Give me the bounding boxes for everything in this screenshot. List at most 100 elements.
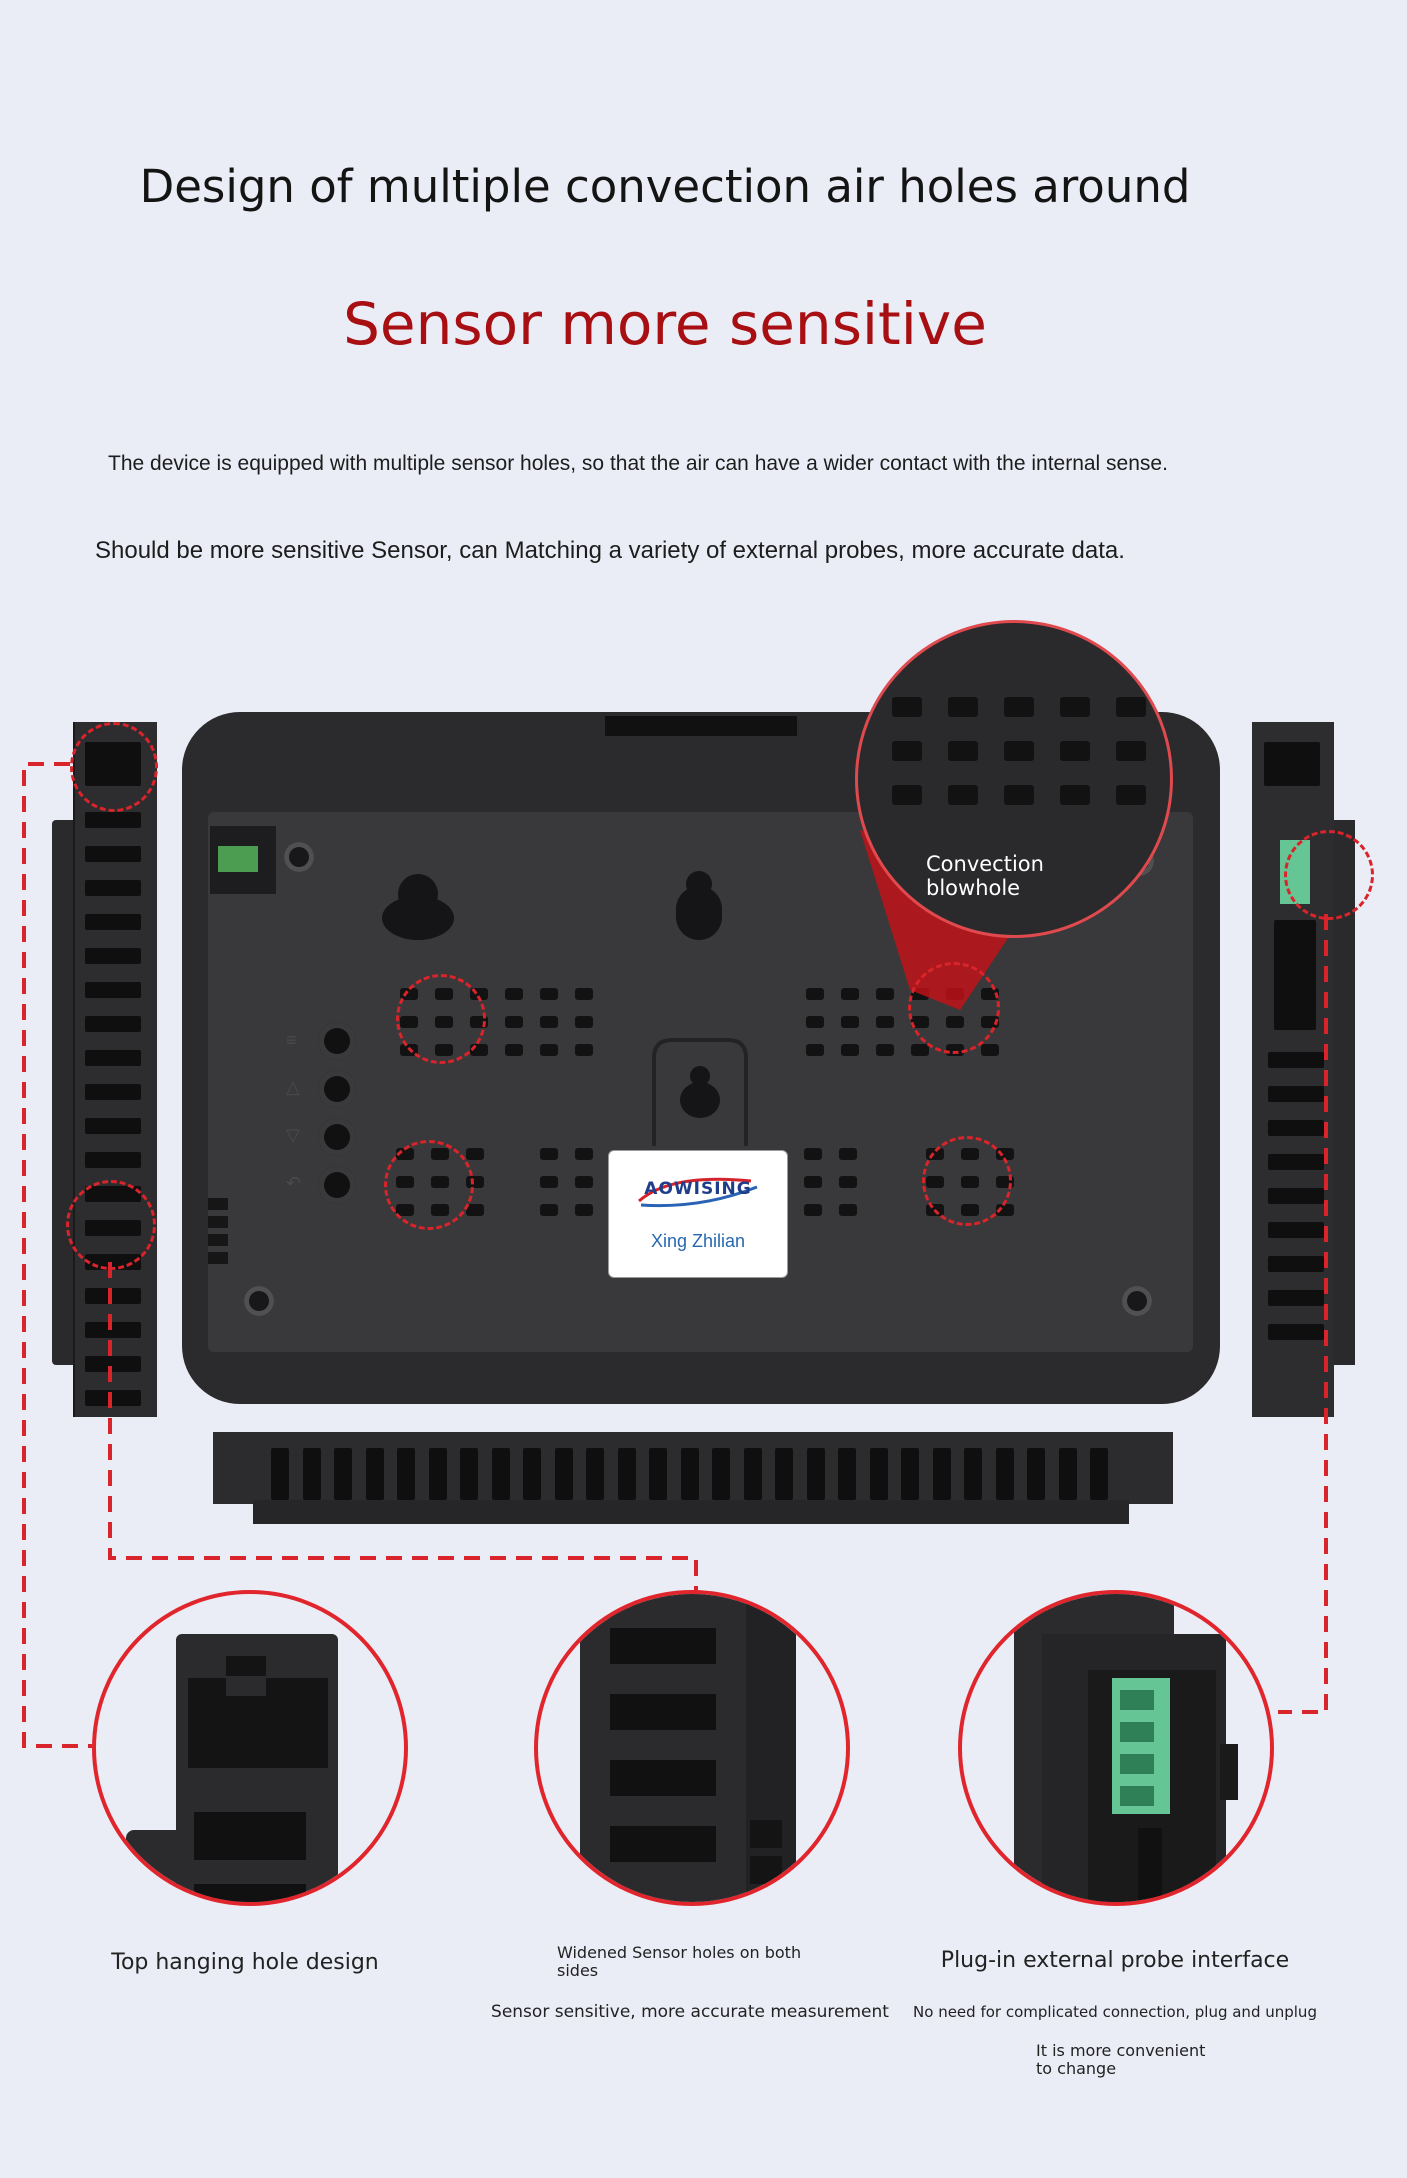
vent-hole bbox=[575, 1016, 593, 1028]
side-vent-slot bbox=[85, 1118, 141, 1134]
side-vent-slot bbox=[85, 948, 141, 964]
bottom-vent-slot bbox=[365, 1448, 384, 1500]
vent-hole bbox=[540, 1176, 558, 1188]
feature-2-title-line-2: sides bbox=[557, 1961, 599, 1980]
side-vent-slot bbox=[85, 1084, 141, 1100]
bottom-vent-slot bbox=[680, 1448, 699, 1500]
menu-button[interactable] bbox=[318, 1022, 356, 1060]
vent-hole bbox=[505, 1044, 523, 1056]
brand-subtitle: Xing Zhilian bbox=[650, 1231, 746, 1251]
bottom-vent-slot bbox=[334, 1448, 352, 1500]
highlight-circle bbox=[1284, 830, 1374, 920]
vent-hole bbox=[804, 1148, 822, 1160]
vent-hole bbox=[876, 1016, 894, 1028]
headline: Design of multiple convection air holes … bbox=[139, 160, 1191, 213]
down-arrow-icon: ▽ bbox=[286, 1125, 300, 1145]
hanging-keyhole-icon bbox=[382, 874, 454, 940]
bottom-vent-slot bbox=[901, 1448, 919, 1500]
feature-2-title-line-1: Widened Sensor holes on both bbox=[557, 1943, 802, 1962]
magnified-vent-hole bbox=[1116, 697, 1146, 717]
side-vent-slot bbox=[85, 1356, 141, 1372]
left-edge-vents bbox=[208, 1198, 230, 1266]
side-vent-slot bbox=[85, 1322, 141, 1338]
magnified-vent-hole bbox=[1060, 697, 1090, 717]
magnified-vent-hole bbox=[1004, 785, 1034, 805]
side-vent-slot bbox=[1268, 1290, 1324, 1306]
bottom-vent-slot bbox=[617, 1448, 636, 1500]
vent-hole bbox=[806, 1016, 824, 1028]
vent-hole bbox=[540, 1148, 558, 1160]
side-vent-slot bbox=[85, 1016, 141, 1032]
callout-line-1: Convection bbox=[926, 852, 1044, 876]
bottom-vent-slot bbox=[1058, 1448, 1077, 1500]
vent-hole bbox=[806, 1044, 824, 1056]
vent-hole bbox=[505, 988, 523, 1000]
description-line-1: The device is equipped with multiple sen… bbox=[108, 452, 1168, 475]
screw-icon bbox=[244, 1286, 274, 1316]
side-vent-slot bbox=[1268, 1052, 1324, 1068]
brand-name: AOWISING bbox=[644, 1179, 752, 1199]
side-vent-slot bbox=[85, 914, 141, 930]
bottom-vent-slot bbox=[554, 1448, 573, 1500]
highlight-circle bbox=[922, 1136, 1012, 1226]
screw-icon bbox=[284, 842, 314, 872]
usb-port-area bbox=[1274, 920, 1316, 1030]
top-hanging-hole bbox=[1264, 742, 1320, 786]
bottom-vent-slot bbox=[932, 1448, 951, 1500]
feature-3-detail-2-line-2: to change bbox=[1036, 2059, 1117, 2078]
bottom-vent-slot bbox=[964, 1448, 982, 1500]
subheadline: Sensor more sensitive bbox=[343, 290, 987, 358]
side-vent-slot bbox=[85, 1050, 141, 1066]
bottom-vent-slot bbox=[271, 1448, 289, 1500]
vent-hole bbox=[575, 1204, 593, 1216]
magnified-vent-hole bbox=[1116, 741, 1146, 761]
magnified-vent-hole bbox=[1060, 741, 1090, 761]
bottom-vent-slot bbox=[806, 1448, 825, 1500]
zoom-probe-interface bbox=[958, 1590, 1274, 1906]
bottom-vent-slot bbox=[838, 1448, 856, 1500]
brand-swoosh-icon bbox=[638, 1177, 758, 1208]
bottom-vent-slot bbox=[712, 1448, 730, 1500]
magnified-vent-hole bbox=[1116, 785, 1146, 805]
vent-hole bbox=[841, 1016, 859, 1028]
back-icon: ↶ bbox=[286, 1173, 302, 1193]
feature-3-detail-2-line-1: It is more convenient bbox=[1036, 2041, 1206, 2060]
magnified-vent-hole bbox=[948, 741, 978, 761]
vent-hole bbox=[841, 988, 859, 1000]
vent-hole bbox=[575, 1148, 593, 1160]
vent-hole bbox=[839, 1148, 857, 1160]
bottom-vent-slot bbox=[1090, 1448, 1108, 1500]
bottom-vent-slot bbox=[649, 1448, 667, 1500]
vent-hole bbox=[876, 988, 894, 1000]
zoom-side-sensor-holes bbox=[534, 1590, 850, 1906]
magnified-vent-hole bbox=[892, 785, 922, 805]
top-vent-slot bbox=[705, 716, 797, 736]
highlight-circle bbox=[908, 962, 1000, 1054]
side-vent-slot bbox=[85, 880, 141, 896]
magnified-vent-hole bbox=[948, 697, 978, 717]
vent-hole bbox=[540, 1044, 558, 1056]
magnified-vent-hole bbox=[948, 785, 978, 805]
bottom-vent-slot bbox=[491, 1448, 510, 1500]
bottom-vent-slot bbox=[302, 1448, 321, 1500]
vent-hole bbox=[540, 1016, 558, 1028]
magnified-vent-hole bbox=[892, 741, 922, 761]
callout-line-2: blowhole bbox=[926, 876, 1021, 900]
vent-hole bbox=[911, 1044, 929, 1056]
magnifier-callout: Convection blowhole bbox=[926, 852, 1044, 900]
vent-hole bbox=[575, 1176, 593, 1188]
magnified-vent-hole bbox=[892, 697, 922, 717]
bottom-base bbox=[253, 1500, 1129, 1524]
side-vent-slot bbox=[1268, 1222, 1324, 1238]
back-button[interactable] bbox=[318, 1166, 356, 1204]
hanging-keyhole-icon bbox=[676, 871, 722, 940]
side-vent-slot bbox=[85, 846, 141, 862]
side-vent-slot bbox=[1268, 1324, 1324, 1340]
vent-hole bbox=[804, 1204, 822, 1216]
bottom-vent-slot bbox=[460, 1448, 478, 1500]
side-vent-slot bbox=[1268, 1120, 1324, 1136]
up-button[interactable] bbox=[318, 1070, 356, 1108]
down-button[interactable] bbox=[318, 1118, 356, 1156]
vent-hole bbox=[806, 988, 824, 1000]
